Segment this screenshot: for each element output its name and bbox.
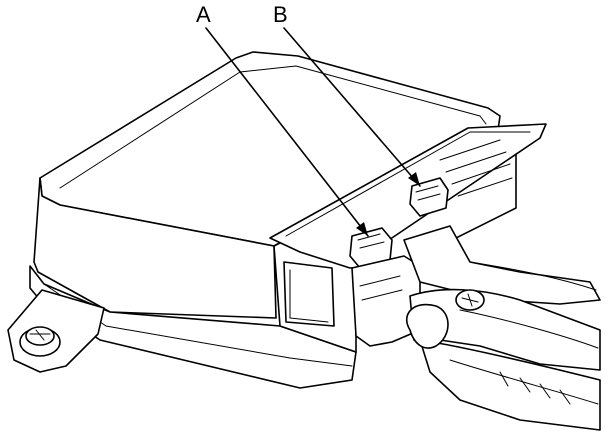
- leader-line-b: [283, 27, 421, 187]
- connector-b: [409, 177, 449, 217]
- block-details: [359, 275, 403, 301]
- module-top-rim: [59, 65, 487, 189]
- callout-label-b: B: [273, 2, 288, 27]
- connector-block: [351, 255, 421, 347]
- arrowhead-b: [408, 172, 420, 186]
- wire-harness: [403, 225, 601, 431]
- side-ribs: [439, 139, 513, 197]
- arrowhead-a: [356, 222, 368, 236]
- bolt-icon: [19, 326, 61, 357]
- screw-icon: [455, 289, 485, 311]
- leader-line-a: [205, 27, 369, 237]
- plate-edge: [285, 131, 531, 237]
- callout-label-a: A: [196, 2, 211, 27]
- recess-inner: [289, 269, 329, 323]
- side-recess: [283, 261, 335, 327]
- mounting-ear: [7, 289, 105, 373]
- module-front-face: [33, 177, 277, 319]
